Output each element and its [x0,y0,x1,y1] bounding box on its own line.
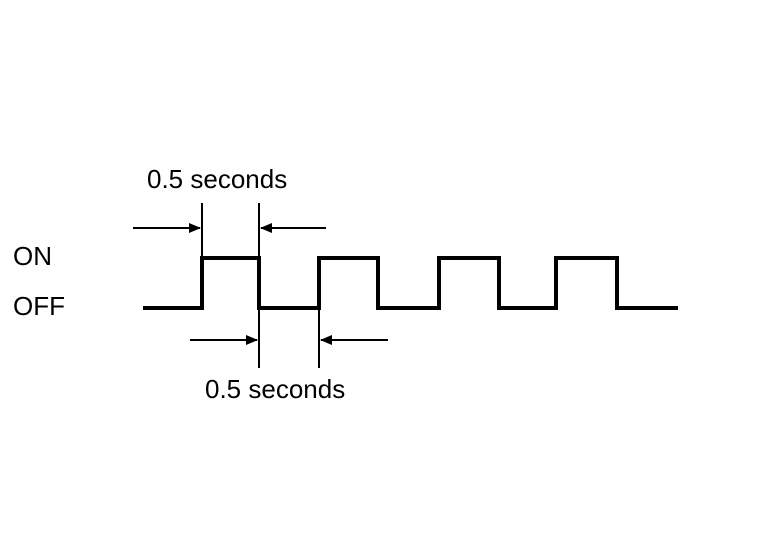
on-duration-label: 0.5 seconds [147,164,288,194]
on-state-label: ON [13,241,52,271]
off-state-label: OFF [13,291,65,321]
square-wave-signal [143,256,678,310]
off-duration-label: 0.5 seconds [205,374,346,404]
